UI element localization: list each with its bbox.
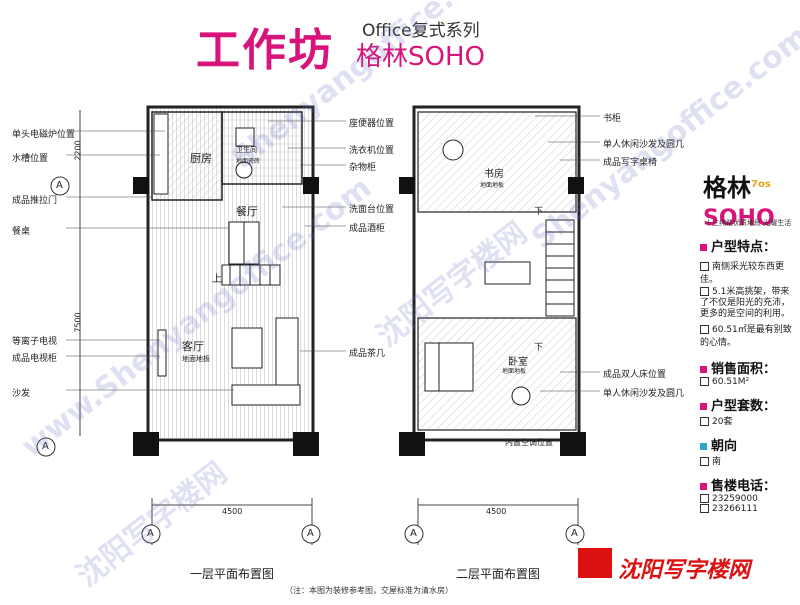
label-sliding-door: 成品推拉门 (12, 196, 58, 206)
label-toilet: 座便器位置 (349, 119, 395, 129)
disclaimer-note: （注：本图为装修参考图，交屋标准为清水房） (285, 586, 453, 595)
checkbox-icon (700, 457, 709, 466)
page-title: 工作坊 (196, 25, 334, 76)
dim-4500-left: 4500 (222, 507, 243, 516)
series-title: Office复式系列 (362, 21, 480, 41)
label-sofa: 沙发 (12, 389, 31, 399)
checkbox-icon (700, 287, 709, 296)
label-wine-cabinet: 成品酒柜 (349, 224, 386, 234)
axis-a-6: A (571, 528, 578, 539)
room-bedroom: 卧室 (508, 357, 528, 368)
axis-a-1: A (56, 180, 63, 191)
label-desk: 成品写字桌椅 (603, 158, 658, 168)
footer-brand: 沈阳写字楼网 (618, 558, 751, 583)
side-panel: 户型特点： 南侧采光较东西更佳。 5.1米高挑架，带来了不仅是阳光的充沛，更多的… (700, 236, 796, 514)
bullet-icon (700, 483, 707, 490)
right-plan-drawing (399, 105, 586, 545)
logo-tagline: 十三纬路优质地段 光耀生活 (705, 219, 792, 227)
stairs-down-1: 下 (534, 207, 544, 217)
leader-lines (66, 115, 600, 392)
room-kitchen: 厨房 (190, 152, 212, 165)
checkbox-icon (700, 417, 709, 426)
label-dining-table: 餐桌 (12, 227, 31, 237)
label-bookshelf: 书柜 (603, 114, 622, 124)
checkbox-icon (700, 377, 709, 386)
axis-markers (36, 176, 585, 544)
label-tv-cabinet: 成品电视柜 (12, 354, 58, 364)
units-value: 20套 (700, 414, 796, 427)
axis-a-4: A (307, 528, 314, 539)
dim-2200: 2200 (73, 140, 83, 161)
label-armchair-1: 单人休闲沙发及圆几 (603, 140, 685, 150)
logo-word: SOHO (703, 206, 775, 231)
label-tea-table: 成品茶几 (349, 349, 386, 359)
left-plan-caption: 一层平面布置图 (190, 567, 275, 581)
checkbox-icon (700, 504, 709, 513)
label-washer: 洗衣机位置 (349, 146, 395, 156)
phone-2: 23266111 (700, 504, 796, 514)
logo-sup: 7os (751, 179, 771, 190)
label-basin: 洗面台位置 (349, 205, 395, 215)
room-dining: 餐厅 (236, 205, 258, 218)
brand-logo-icon (578, 548, 612, 578)
bullet-icon (700, 443, 707, 450)
label-sink: 水槽位置 (12, 154, 49, 164)
room-living: 客厅 (182, 340, 204, 353)
axis-a-5: A (410, 528, 417, 539)
project-title: 格林SOHO (356, 42, 485, 72)
label-storage: 杂物柜 (349, 163, 377, 173)
stairs-up: 上 (212, 274, 222, 285)
bullet-icon (700, 366, 707, 373)
label-induction-cooker: 单头电磁炉位置 (12, 130, 76, 140)
axis-a-2: A (42, 441, 49, 452)
checkbox-icon (700, 325, 709, 334)
units-heading: 户型套数： (700, 395, 796, 414)
bathroom-floor: 地面瓷砖 (236, 158, 261, 165)
ac-label: 内置空调位置 (505, 438, 553, 447)
axis-a-3: A (147, 528, 154, 539)
checkbox-icon (700, 262, 709, 271)
bullet-icon (700, 403, 707, 410)
label-double-bed: 成品双人床位置 (603, 370, 667, 380)
feature-3: 60.51㎡是最有别致的心情。 (700, 325, 792, 348)
living-floor: 地面地板 (182, 355, 210, 363)
phone-1: 23259000 (700, 494, 796, 504)
area-heading: 销售面积： (700, 358, 796, 377)
bullet-icon (700, 244, 707, 251)
room-bathroom: 卫生间 (236, 146, 257, 154)
orientation-value: 南 (700, 454, 796, 467)
right-plan-caption: 二层平面布置图 (456, 567, 541, 581)
dim-7500: 7500 (73, 312, 83, 333)
study-floor: 地面地板 (480, 182, 505, 189)
area-value: 60.51M² (700, 377, 796, 387)
left-plan-drawing (79, 105, 319, 545)
feature-1: 南侧采光较东西更佳。 (700, 262, 785, 285)
stairs-down-2: 下 (534, 343, 544, 353)
checkbox-icon (700, 494, 709, 503)
logo-name: 格林 (703, 174, 751, 202)
room-study: 书房 (484, 169, 504, 180)
phone-heading: 售楼电话： (700, 475, 796, 494)
orientation-heading: 朝向 (700, 435, 796, 454)
dim-4500-right: 4500 (486, 507, 507, 516)
label-armchair-2: 单人休闲沙发及圆几 (603, 389, 685, 399)
features-heading: 户型特点： (700, 236, 796, 255)
feature-2: 5.1米高挑架，带来了不仅是阳光的充沛，更多的是空间的利用。 (700, 287, 791, 319)
project-logo: 格林7os SOHO (703, 168, 775, 231)
bedroom-floor: 地面地板 (502, 368, 527, 375)
label-plasma-tv: 等离子电视 (12, 337, 58, 347)
